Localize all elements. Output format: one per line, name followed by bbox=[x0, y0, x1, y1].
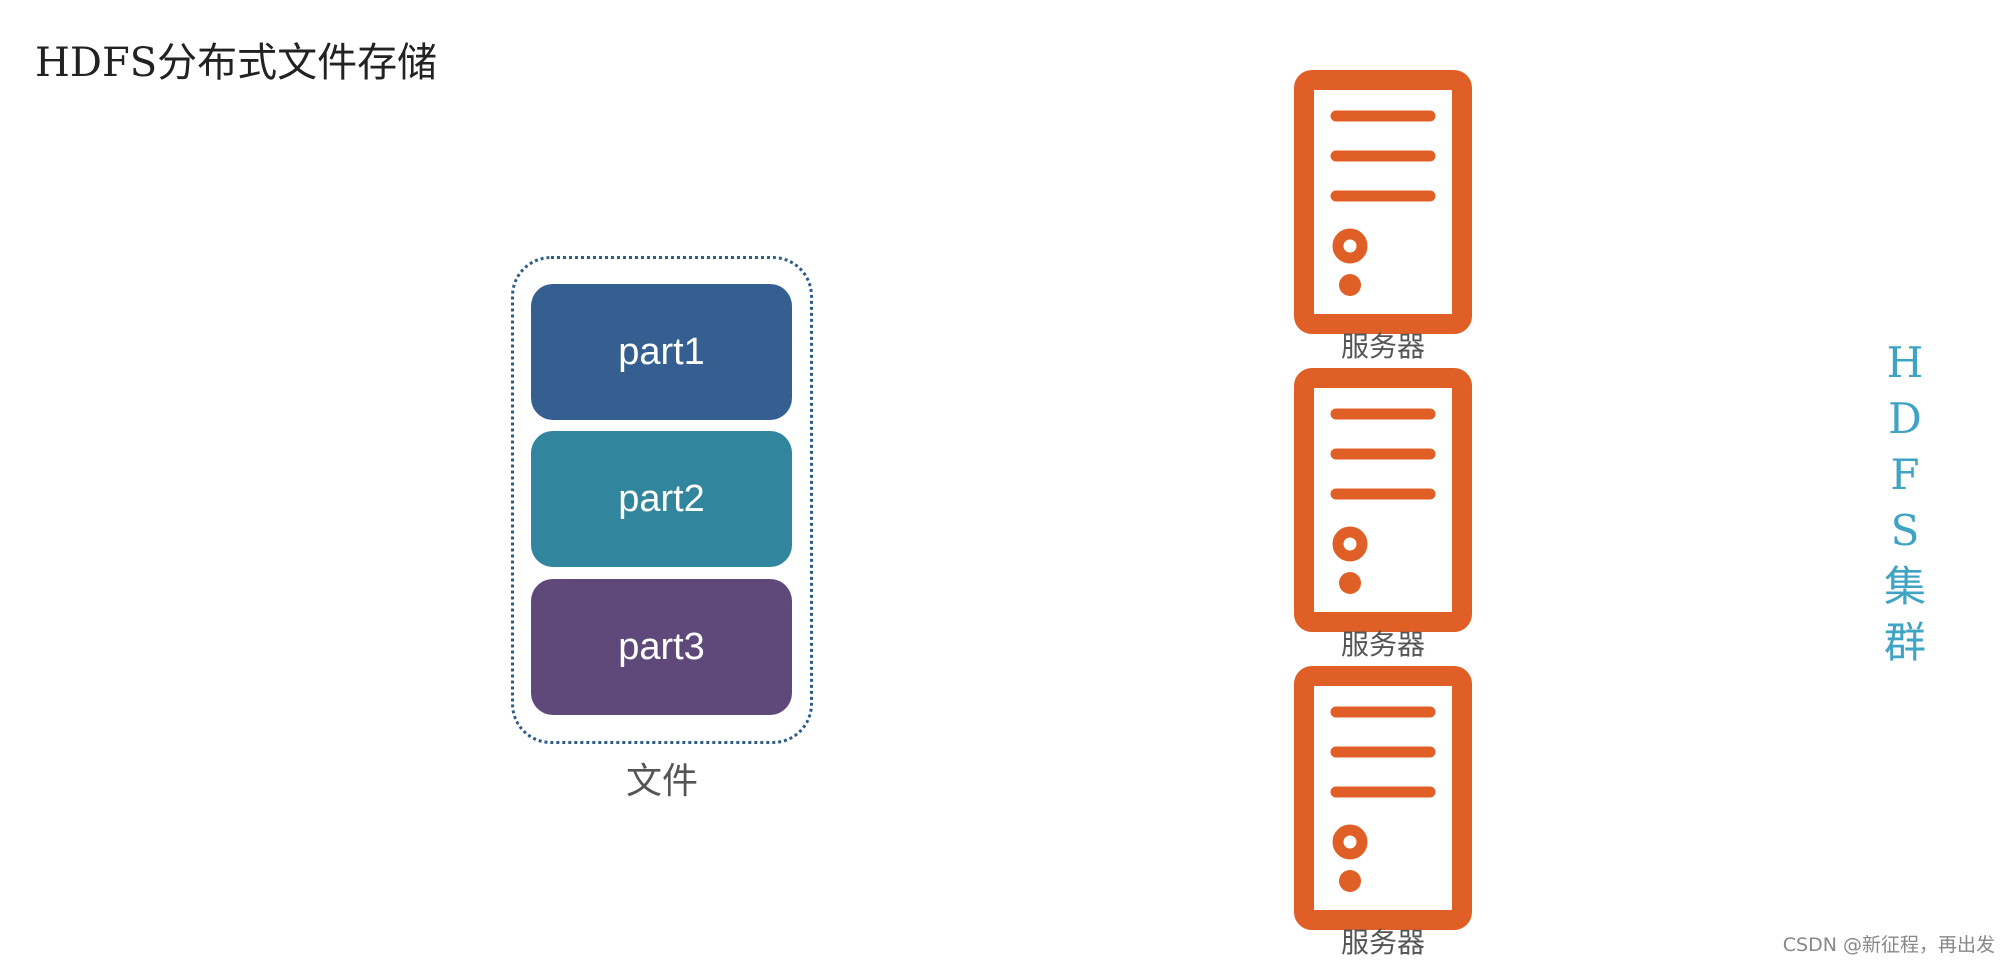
server-label-3: 服务器 bbox=[1340, 926, 1425, 959]
file-part-2: part2 bbox=[531, 431, 792, 567]
cluster-label-char: D bbox=[1888, 394, 1922, 443]
file-label: 文件 bbox=[625, 761, 698, 802]
file-container bbox=[511, 256, 813, 744]
watermark: CSDN @新征程，再出发 bbox=[1782, 934, 1995, 956]
file-part-3: part3 bbox=[531, 579, 792, 715]
cluster-label-char: 集 bbox=[1883, 562, 1926, 611]
server-icon bbox=[1294, 368, 1472, 632]
server-label-2: 服务器 bbox=[1340, 628, 1425, 661]
server-label-1: 服务器 bbox=[1340, 330, 1425, 363]
file-part-1: part1 bbox=[531, 284, 792, 420]
cluster-label-char: F bbox=[1890, 450, 1920, 499]
server-icon bbox=[1294, 666, 1472, 930]
cluster-label-char: H bbox=[1886, 338, 1924, 387]
cluster-label-char: S bbox=[1890, 506, 1920, 555]
diagram-title: HDFS分布式文件存储 bbox=[35, 40, 438, 86]
server-icon bbox=[1294, 70, 1472, 334]
cluster-label: H D F S 集 群 bbox=[1870, 335, 1940, 671]
cluster-label-char: 群 bbox=[1883, 618, 1926, 667]
